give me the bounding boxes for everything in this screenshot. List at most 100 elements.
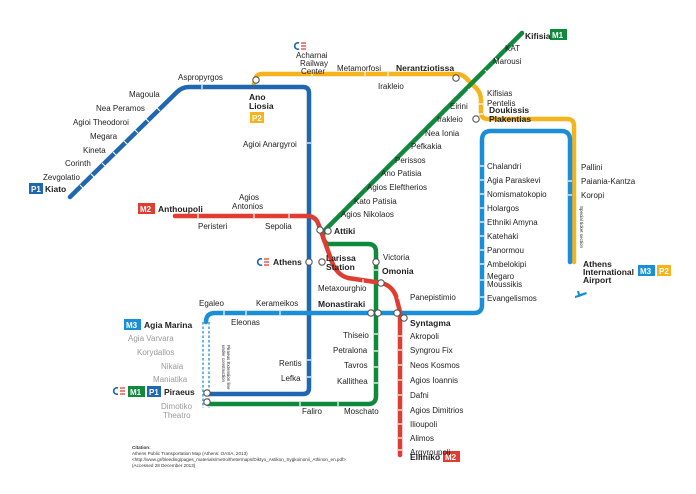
station-kato-patisia[interactable]: Kato Patisia [354,197,397,206]
attiki-interchange-1[interactable] [316,226,324,234]
piraeus-interchange-2[interactable] [203,398,211,406]
station-peristeri[interactable]: Peristeri [198,222,228,231]
station-airport-line2[interactable]: International [583,267,634,277]
station-egaleo[interactable]: Egaleo [199,299,224,308]
station-syngrou-fix[interactable]: Syngrou Fix [410,346,453,355]
station-perissos[interactable]: Perissos [395,156,426,165]
station-zevgolatio[interactable]: Zevgolatio [43,173,80,182]
station-argyroupoli[interactable]: Argyroupoli [410,448,451,457]
station-chalandri[interactable]: Chalandri [487,162,521,171]
station-agia-paraskevi[interactable]: Agia Paraskevi [487,176,541,185]
station-victoria[interactable]: Victoria [383,253,410,262]
station-pefkakia[interactable]: Pefkakia [411,142,442,151]
station-kiato[interactable]: Kiato [45,184,66,194]
piraeus-interchange-1[interactable] [203,389,211,397]
station-rentis[interactable]: Rentis [279,359,302,368]
station-neos-kosmos[interactable]: Neos Kosmos [410,361,460,370]
monastiraki-interchange-2[interactable] [374,309,382,317]
station-anthoupoli[interactable]: Anthoupoli [158,204,203,214]
station-syntagma[interactable]: Syntagma [410,318,451,328]
station-evangelismos[interactable]: Evangelismos [487,294,537,303]
station-eirini[interactable]: Eirini [450,102,468,111]
station-agioi-theodoroi[interactable]: Agioi Theodoroi [73,118,129,127]
station-piraeus[interactable]: Piraeus [164,387,195,397]
station-agios-nikolaos[interactable]: Agios Nikolaos [341,210,394,219]
station-ano-patisia[interactable]: Ano Patisia [381,169,422,178]
station-eleonas[interactable]: Eleonas [231,318,260,327]
station-alimos[interactable]: Alimos [410,434,434,443]
station-doukissis-line1[interactable]: Doukissis [489,105,529,115]
station-lefka[interactable]: Lefka [281,374,301,383]
athens-rail-interchange[interactable] [305,258,313,266]
station-katehaki[interactable]: Katehaki [487,232,518,241]
larissa-interchange[interactable] [318,258,326,266]
omonia-interchange-1[interactable] [372,258,380,266]
station-paiania-kantza[interactable]: Paiania-Kantza [581,177,636,186]
station-megaro-line1[interactable]: Megaro [487,272,515,281]
station-marousi[interactable]: Marousi [493,57,522,66]
station-agios-antonios-line2[interactable]: Antonios [232,202,263,211]
station-nerantziotissa[interactable]: Nerantziotissa [396,63,454,73]
omonia-interchange-2[interactable] [377,279,385,287]
station-nomismatokopio[interactable]: Nomismatokopio [487,190,547,199]
station-agios-antonios-line1[interactable]: Agios [239,193,259,202]
station-larissa-line1[interactable]: Larissa [326,253,356,263]
station-petralona[interactable]: Petralona [333,346,368,355]
station-larissa-line2[interactable]: Station [326,262,355,272]
station-nea-ionia[interactable]: Nea Ionia [425,129,460,138]
station-irakleio-suburban[interactable]: Irakleio [378,82,404,91]
station-agia-marina[interactable]: Agia Marina [144,320,192,330]
station-dafni[interactable]: Dafni [410,391,429,400]
station-acharnai-line1[interactable]: Acharnai [296,51,328,60]
station-megara[interactable]: Megara [90,132,118,141]
station-pallini[interactable]: Pallini [581,163,603,172]
station-kerameikos[interactable]: Kerameikos [256,299,298,308]
station-agios-dimitrios[interactable]: Agios Dimitrios [410,406,463,415]
station-elliniko[interactable]: Elliniko [410,452,440,462]
station-ano-liosia-line1[interactable]: Ano [249,92,266,102]
station-metamorfosi[interactable]: Metamorfosi [337,64,381,73]
station-aspropyrgos[interactable]: Aspropyrgos [178,73,223,82]
station-acharnai-line2[interactable]: Railway [300,59,328,68]
station-thiseio[interactable]: Thiseio [343,331,369,340]
station-ambelokipi[interactable]: Ambelokipi [487,260,526,269]
station-agios-ioannis[interactable]: Agios Ioannis [410,376,458,385]
station-kifisia[interactable]: Kifisia [525,31,551,41]
station-athens[interactable]: Athens [273,257,302,267]
doukissis-interchange[interactable] [472,115,480,123]
station-corinth[interactable]: Corinth [65,159,91,168]
station-kifisias[interactable]: Kifisias [487,89,512,98]
nerantziotissa-interchange[interactable] [452,74,460,82]
station-omonia[interactable]: Omonia [382,266,414,276]
station-agios-eleftherios[interactable]: Agios Eleftherios [367,183,427,192]
station-kallithea[interactable]: Kallithea [337,377,368,386]
station-faliro[interactable]: Faliro [302,407,323,416]
station-agioi-anargyroi[interactable]: Agioi Anargyroi [243,140,297,149]
station-kineta[interactable]: Kineta [83,146,106,155]
station-tavros[interactable]: Tavros [344,361,368,370]
station-ano-liosia-line2[interactable]: Liosia [249,101,274,111]
station-nea-peramos[interactable]: Nea Peramos [96,104,145,113]
station-acharnai-line3[interactable]: Center [301,67,325,76]
station-airport-line3[interactable]: Airport [583,275,612,285]
station-sepolia[interactable]: Sepolia [265,222,292,231]
station-megaro-line2[interactable]: Moussikis [487,280,522,289]
station-magoula[interactable]: Magoula [129,90,160,99]
station-doukissis-line2[interactable]: Plakentias [489,114,531,124]
station-ilioupoli[interactable]: Ilioupoli [410,420,437,429]
station-holargos[interactable]: Holargos [487,204,519,213]
syntagma-interchange-2[interactable] [400,314,408,322]
citation-line2[interactable]: <http://www.gr/bleeding/pages_materials/… [132,457,346,462]
station-koropi[interactable]: Koropi [581,191,604,200]
station-airport-line1[interactable]: Athens [583,259,612,269]
station-metaxourghio[interactable]: Metaxourghio [318,284,367,293]
attiki-interchange-2[interactable] [324,227,332,235]
monastiraki-interchange-1[interactable] [367,309,375,317]
station-irakleio-m1[interactable]: Irakleio [437,115,463,124]
station-monastiraki[interactable]: Monastiraki [318,299,365,309]
station-pentelis[interactable]: Pentelis [487,99,515,108]
station-panormou[interactable]: Panormou [487,246,524,255]
station-moschato[interactable]: Moschato [344,407,379,416]
station-attiki[interactable]: Attiki [334,226,355,236]
station-ethniki-amyna[interactable]: Ethniki Amyna [487,218,538,227]
